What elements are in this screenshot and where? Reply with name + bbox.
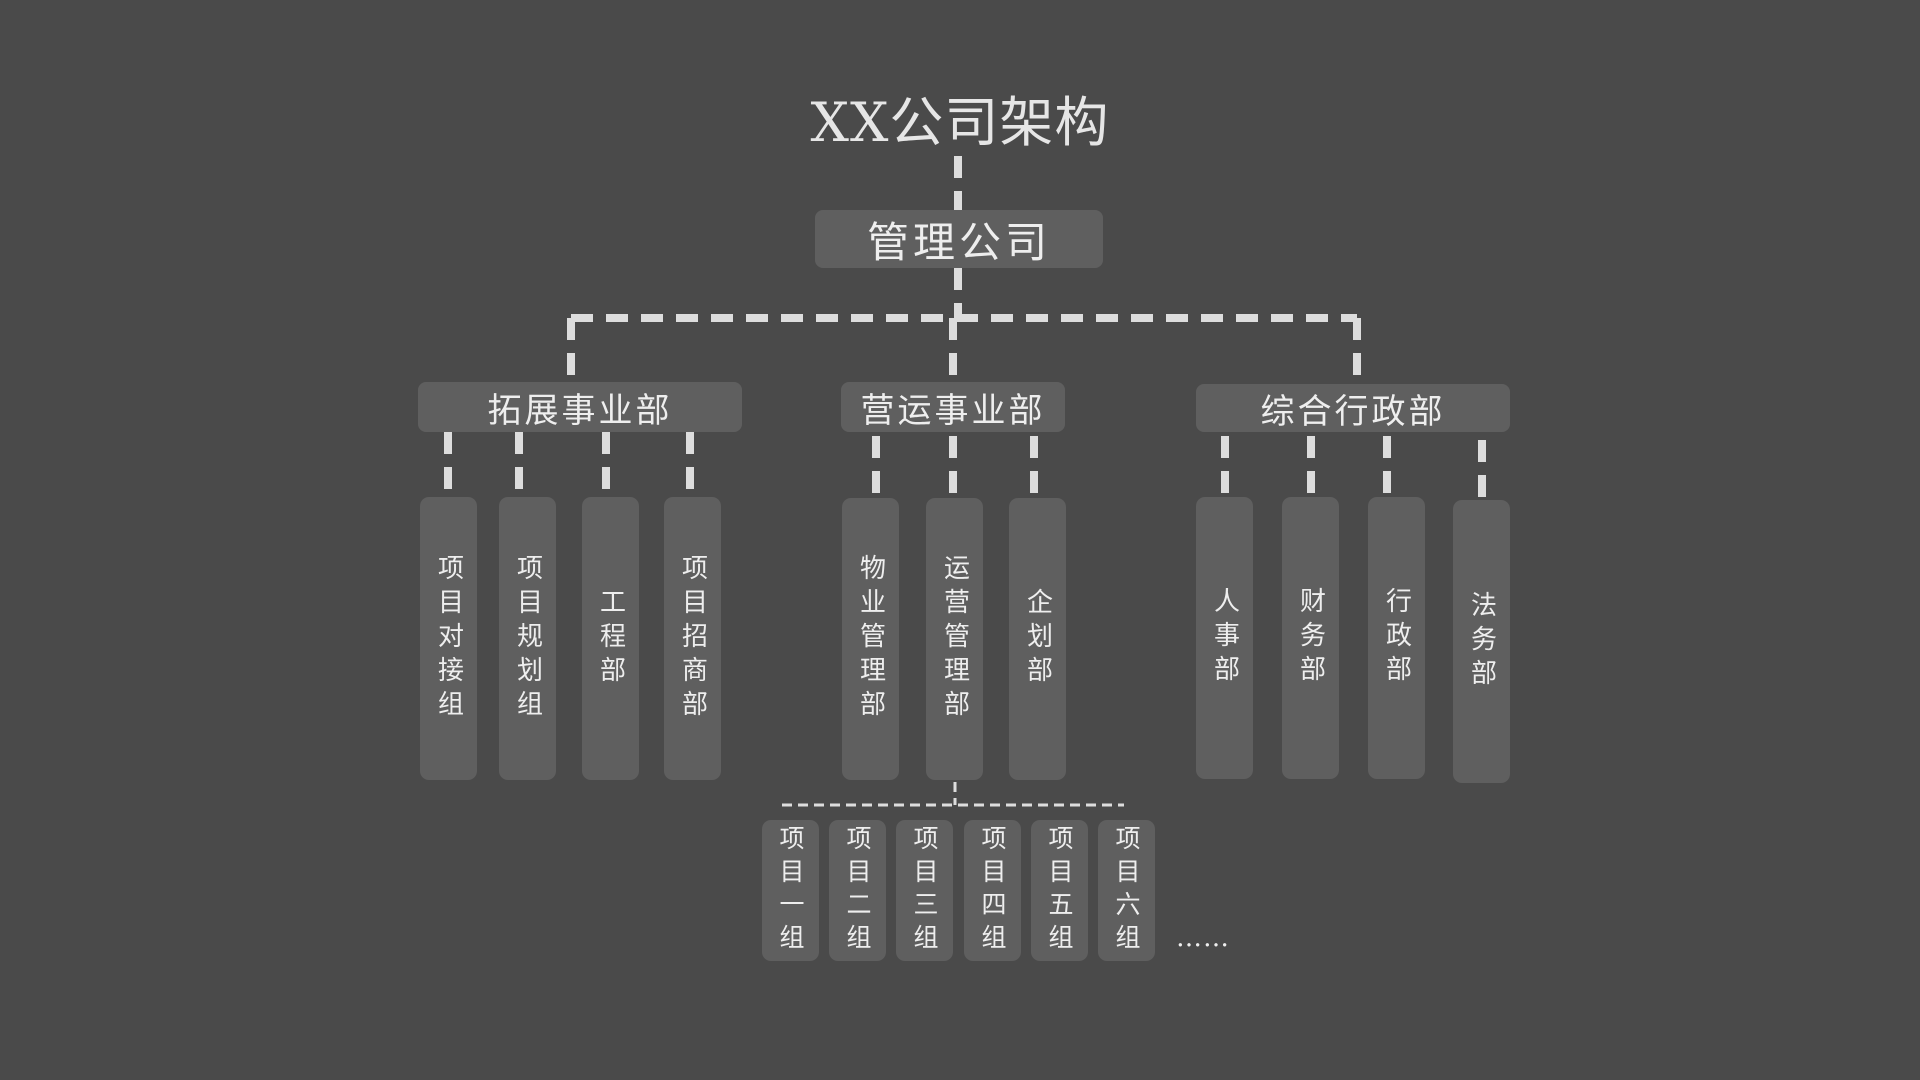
project-group-node: 项目三组 <box>896 820 953 961</box>
sub-dept-label: 项目对接组 <box>433 553 464 724</box>
project-group-node: 项目五组 <box>1031 820 1088 961</box>
project-group-label: 项目三组 <box>910 824 939 957</box>
sub-dept-label: 运营管理部 <box>939 554 970 724</box>
sub-dept-label: 企划部 <box>1022 588 1053 690</box>
sub-dept-label: 项目招商部 <box>677 553 708 724</box>
sub-dept-label: 财务部 <box>1295 587 1326 689</box>
sub-dept-node: 项目规划组 <box>499 497 556 780</box>
project-group-label: 项目五组 <box>1045 824 1074 957</box>
root-node: 管理公司 <box>815 210 1103 268</box>
sub-dept-label: 项目规划组 <box>512 553 543 724</box>
project-group-node: 项目四组 <box>964 820 1021 961</box>
project-group-node: 项目一组 <box>762 820 819 961</box>
more-groups-ellipsis: …… <box>1176 923 1230 953</box>
sub-dept-label: 物业管理部 <box>855 554 886 724</box>
sub-dept-node: 法务部 <box>1453 500 1510 783</box>
project-group-label: 项目二组 <box>843 824 872 957</box>
sub-dept-node-operations-mgmt: 运营管理部 <box>926 498 983 780</box>
sub-dept-node: 工程部 <box>582 497 639 780</box>
sub-dept-node: 人事部 <box>1196 497 1253 779</box>
project-group-label: 项目四组 <box>978 824 1007 957</box>
sub-dept-node: 财务部 <box>1282 497 1339 779</box>
dept-label: 拓展事业部 <box>487 390 673 431</box>
sub-dept-node: 企划部 <box>1009 498 1066 780</box>
root-node-label: 管理公司 <box>866 217 1051 267</box>
sub-dept-node: 项目招商部 <box>664 497 721 780</box>
sub-dept-node: 项目对接组 <box>420 497 477 780</box>
dept-label: 营运事业部 <box>860 390 1046 431</box>
project-group-node: 项目六组 <box>1098 820 1155 961</box>
dept-admin: 综合行政部 <box>1196 384 1510 432</box>
project-group-label: 项目六组 <box>1112 824 1141 957</box>
dept-label: 综合行政部 <box>1260 391 1446 432</box>
sub-dept-label: 人事部 <box>1209 587 1240 689</box>
dept-operations: 营运事业部 <box>841 382 1065 432</box>
sub-dept-node: 物业管理部 <box>842 498 899 780</box>
dept-expansion: 拓展事业部 <box>418 382 742 432</box>
sub-dept-label: 工程部 <box>595 587 626 690</box>
project-group-label: 项目一组 <box>776 824 805 957</box>
sub-dept-label: 法务部 <box>1466 590 1497 693</box>
sub-dept-label: 行政部 <box>1381 587 1412 689</box>
chart-title: XX公司架构 <box>810 91 1110 154</box>
project-group-node: 项目二组 <box>829 820 886 961</box>
sub-dept-node: 行政部 <box>1368 497 1425 779</box>
